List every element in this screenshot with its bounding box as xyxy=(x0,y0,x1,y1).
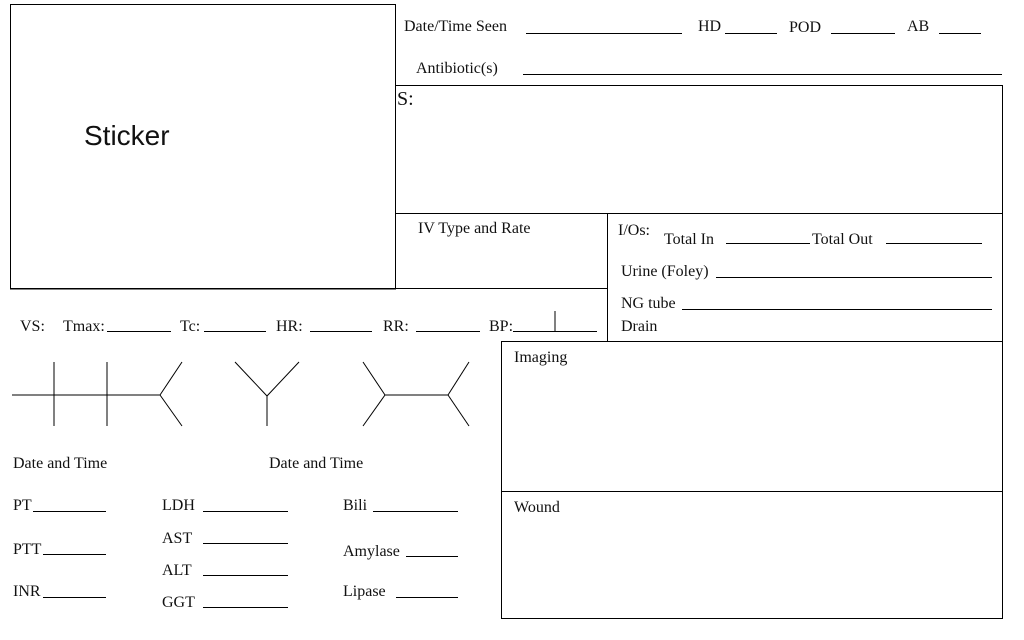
ptt-label: PTT xyxy=(13,541,42,558)
subjective-label: S: xyxy=(397,88,414,110)
ast-label: AST xyxy=(162,530,193,547)
antibiotics-label: Antibiotic(s) xyxy=(416,60,498,77)
urine-field[interactable] xyxy=(716,277,992,278)
ptt-field[interactable] xyxy=(43,554,106,555)
alt-field[interactable] xyxy=(203,575,288,576)
lipase-field[interactable] xyxy=(396,597,458,598)
rr-label: RR: xyxy=(383,318,409,335)
bili-label: Bili xyxy=(343,497,368,514)
tmax-label: Tmax: xyxy=(63,318,105,335)
alt-label: ALT xyxy=(162,562,192,579)
tc-field[interactable] xyxy=(204,331,266,332)
pod-label: POD xyxy=(789,19,822,36)
rr-field[interactable] xyxy=(416,331,480,332)
hd-label: HD xyxy=(698,18,722,35)
date-time-seen-field[interactable] xyxy=(526,33,682,34)
pod-field[interactable] xyxy=(831,33,895,34)
inr-label: INR xyxy=(13,583,41,600)
vs-label: VS: xyxy=(20,318,45,335)
ng-tube-label: NG tube xyxy=(621,295,676,312)
bili-field[interactable] xyxy=(373,511,458,512)
ast-field[interactable] xyxy=(203,543,288,544)
tc-label: Tc: xyxy=(180,318,201,335)
hr-label: HR: xyxy=(276,318,303,335)
antibiotics-field[interactable] xyxy=(523,74,1002,75)
hd-field[interactable] xyxy=(725,33,777,34)
ggt-label: GGT xyxy=(162,594,195,611)
total-in-label: Total In xyxy=(664,231,714,248)
ios-label: I/Os: xyxy=(618,222,650,239)
wound-label: Wound xyxy=(514,499,560,516)
urine-label: Urine (Foley) xyxy=(621,263,709,280)
pt-label: PT xyxy=(13,497,32,514)
ggt-field[interactable] xyxy=(203,607,288,608)
tmax-field[interactable] xyxy=(107,331,171,332)
inr-field[interactable] xyxy=(43,597,106,598)
sticker-label: Sticker xyxy=(84,120,170,151)
total-in-field[interactable] xyxy=(726,243,810,244)
pt-field[interactable] xyxy=(33,511,106,512)
ab-field[interactable] xyxy=(939,33,981,34)
iv-label: IV Type and Rate xyxy=(418,220,531,237)
y-fishbone-diagram xyxy=(234,361,300,426)
ng-tube-field[interactable] xyxy=(682,309,992,310)
amylase-label: Amylase xyxy=(343,543,400,560)
ldh-label: LDH xyxy=(162,497,195,514)
imaging-label: Imaging xyxy=(514,349,568,366)
cbc-fishbone-diagram xyxy=(362,361,470,427)
total-out-field[interactable] xyxy=(886,243,982,244)
bp-field[interactable] xyxy=(513,331,597,332)
hr-field[interactable] xyxy=(310,331,372,332)
amylase-field[interactable] xyxy=(406,556,458,557)
bmp-fishbone-diagram xyxy=(12,361,183,427)
labs-date-time-left: Date and Time xyxy=(13,455,108,472)
lipase-label: Lipase xyxy=(343,583,386,600)
date-time-seen-label: Date/Time Seen xyxy=(404,18,507,35)
ab-label: AB xyxy=(907,18,930,35)
labs-date-time-right: Date and Time xyxy=(269,455,364,472)
drain-label: Drain xyxy=(621,318,658,335)
ldh-field[interactable] xyxy=(203,511,288,512)
bp-label: BP: xyxy=(489,318,514,335)
total-out-label: Total Out xyxy=(812,231,873,248)
wound-box[interactable] xyxy=(501,491,1003,619)
